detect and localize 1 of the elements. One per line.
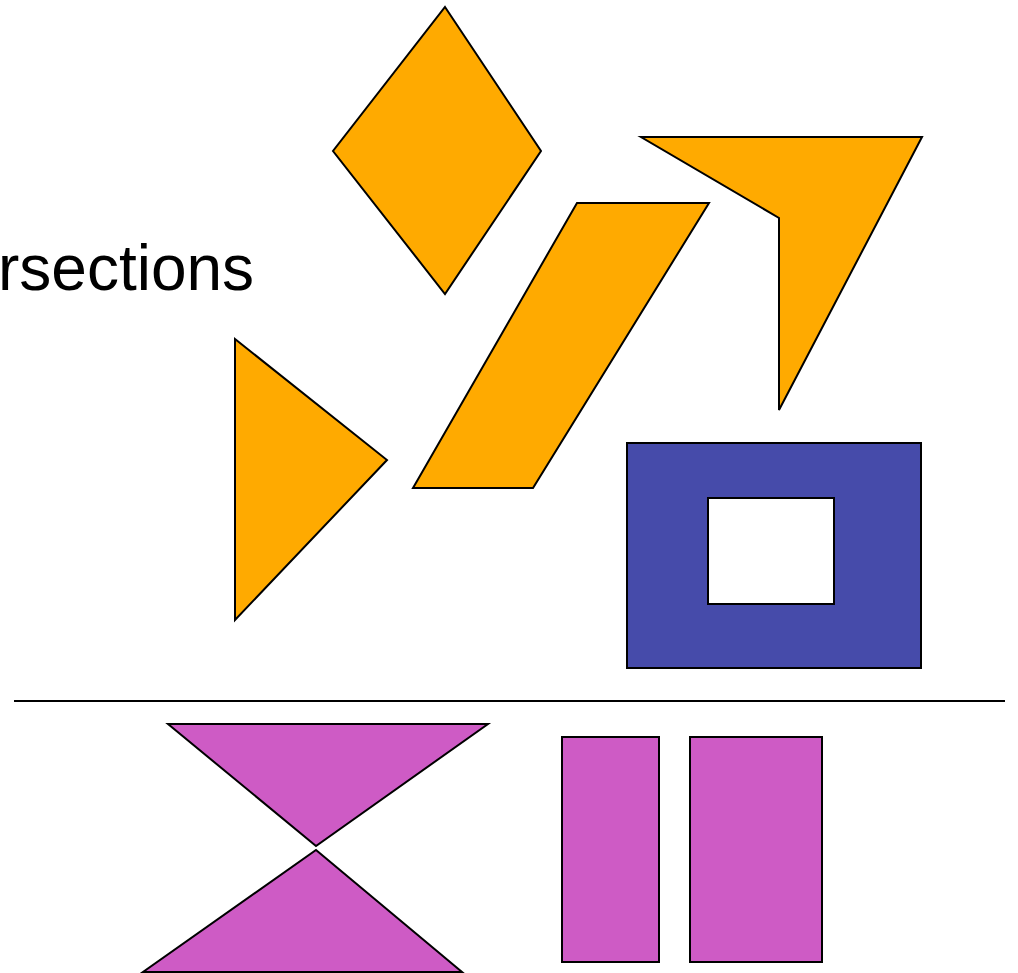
heading-text: rsections [0, 236, 255, 300]
